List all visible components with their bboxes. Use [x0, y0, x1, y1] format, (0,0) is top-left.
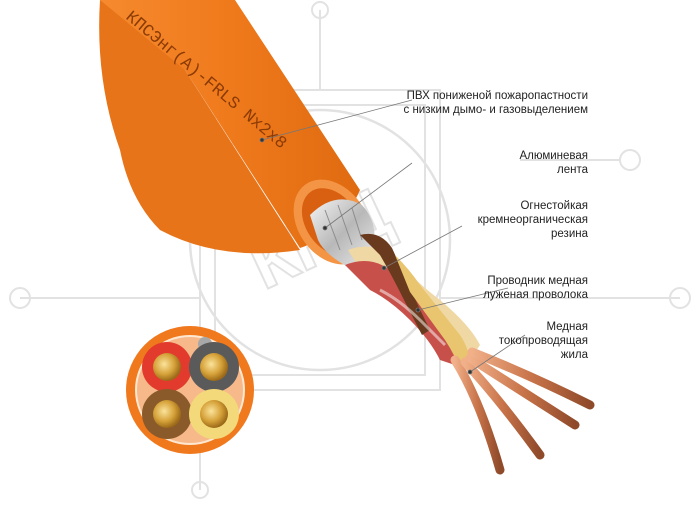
callout-line: токопроводящая [498, 335, 588, 347]
callout-drain-wire: Проводник медная луженая проволока [483, 274, 588, 302]
callout-copper-conductor: Медная токопроводящая жила [499, 320, 588, 362]
cross-section [126, 326, 254, 454]
callout-line: Огнестойкая [520, 200, 588, 212]
callout-line: Медная [546, 321, 588, 333]
callout-line: Проводник медная [487, 275, 588, 287]
callout-silicone-rubber: Огнестойкая кремнеорганическая резина [478, 199, 588, 241]
callout-line: ПВХ пониженой пожаропастности [406, 90, 588, 102]
callout-line: луженая проволока [483, 289, 588, 301]
callout-leader-lines [259, 99, 526, 375]
twisted-pairs [345, 233, 480, 370]
callout-line: жила [560, 349, 588, 361]
callout-line: с низким дымо- и газовыделением [403, 104, 589, 116]
callout-line: кремнеорганическая [477, 214, 588, 226]
callout-aluminum-tape: Алюминевая лента [519, 149, 588, 177]
callout-line: лента [557, 164, 588, 176]
callout-line: резина [551, 228, 588, 240]
copper-strands [450, 347, 595, 475]
callout-line: Алюминевая [519, 150, 588, 162]
callout-pvc-sheath: ПВХ пониженой пожаропастности с низким д… [404, 89, 589, 117]
